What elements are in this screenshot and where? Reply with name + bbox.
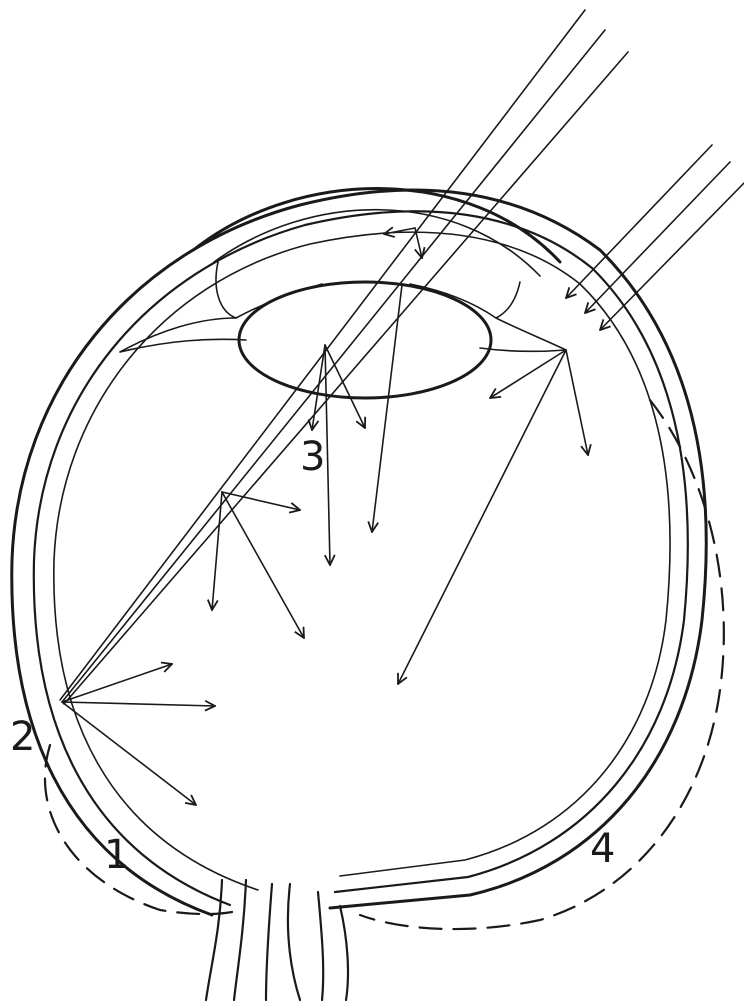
dashed-region-right (360, 400, 724, 929)
incident-rays (60, 10, 744, 704)
choroid-layer (34, 211, 688, 905)
iris-right (410, 282, 520, 318)
optic-nerve-2 (234, 880, 246, 1000)
scatter-arrow-retina-2 (62, 702, 215, 706)
iris-ciliary (120, 262, 566, 352)
label-3: 3 (300, 434, 325, 480)
incident-ray-left-2 (62, 30, 605, 702)
scatter-arrow-ciliary-2 (566, 350, 588, 455)
incident-ray-left-3 (64, 52, 628, 704)
optic-nerve (206, 880, 348, 1000)
scatter-arrow-lens-1 (312, 345, 325, 430)
label-2: 2 (10, 714, 35, 760)
optic-nerve-5 (318, 892, 323, 1000)
incident-ray-right-2 (585, 162, 730, 313)
dashed-region-left (45, 745, 232, 914)
scatter-arrow-lens-4 (372, 285, 402, 532)
cornea-outer (196, 189, 560, 262)
scatter-arrow-retina-3 (62, 702, 196, 805)
optic-nerve-6 (340, 906, 348, 1000)
scatter-arrow-vitreous-3 (222, 492, 304, 638)
incident-ray-left-1 (60, 10, 585, 700)
scatter-arrow-lens-2 (325, 345, 365, 428)
scatter-arrows (62, 228, 588, 805)
optic-nerve-3 (266, 884, 272, 1000)
dashed-outlines (45, 400, 724, 929)
incident-ray-right-3 (600, 183, 744, 330)
scatter-arrow-lens-3 (325, 345, 330, 565)
scatter-arrow-retina-1 (62, 664, 172, 702)
incident-ray-right-1 (566, 145, 712, 298)
optic-nerve-4 (288, 884, 300, 1000)
scatter-arrow-ciliary-3 (398, 350, 566, 684)
label-1: 1 (104, 832, 129, 878)
ciliary-right (480, 318, 566, 351)
eyeball-walls (12, 190, 706, 915)
sclera-outer (12, 190, 706, 915)
label-4: 4 (590, 826, 615, 872)
